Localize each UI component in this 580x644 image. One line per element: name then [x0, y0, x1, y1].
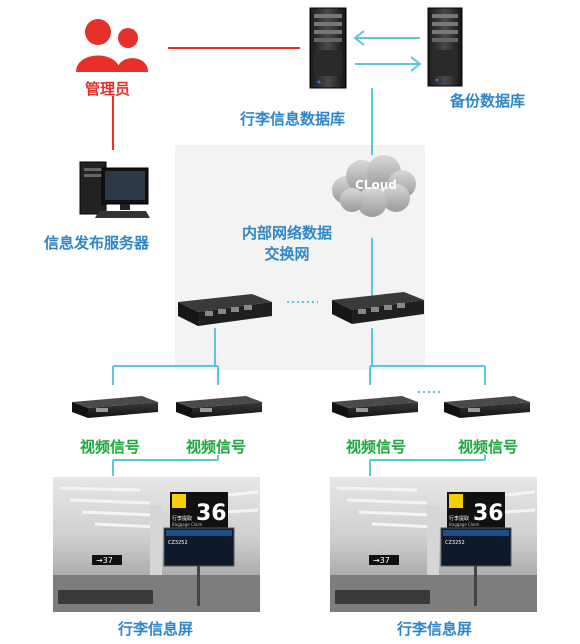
internal-network-line1: 内部网络数据 [241, 224, 332, 242]
internal-network-label: 内部网络数据 交换网 [227, 222, 347, 264]
video-signal-box-4-icon [444, 396, 530, 418]
baggage-screen-photo-1: →37 行李提取 Baggage Claim 36 CZ3252 [53, 477, 260, 612]
luggage-db-label: 行李信息数据库 [240, 110, 346, 128]
publish-server-pc-icon [79, 161, 150, 218]
connection-lines [112, 47, 486, 476]
board-number: 36 [196, 501, 227, 526]
backup-db-server-icon [427, 7, 463, 87]
video-signal-box-2-icon [176, 396, 262, 418]
video-signal-box-1-icon [72, 396, 158, 418]
publish-server-label: 信息发布服务器 [44, 234, 150, 252]
video-signal-box-3-icon [332, 396, 418, 418]
internal-network-line2: 交换网 [264, 245, 310, 263]
network-switch-1-icon [178, 294, 272, 326]
board-title: 行李提取 [449, 515, 469, 522]
video-signal-label-2: 视频信号 [186, 438, 247, 456]
screen-label-2: 行李信息屏 [397, 620, 473, 638]
luggage-db-server-icon [309, 7, 347, 89]
video-signal-label-3: 视频信号 [346, 438, 407, 456]
video-signal-label-4: 视频信号 [458, 438, 519, 456]
screen-label-1: 行李信息屏 [118, 620, 194, 638]
video-signal-label-1: 视频信号 [80, 438, 141, 456]
board-subtitle: Baggage Claim [449, 522, 479, 527]
cloud-icon [332, 155, 416, 217]
gate-sign-text: →37 [96, 556, 113, 565]
board-title: 行李提取 [172, 515, 192, 522]
flight-number: CZ3252 [445, 540, 465, 546]
board-number: 36 [473, 501, 504, 526]
baggage-screen-photo-2: →37 行李提取 Baggage Claim 36 CZ3252 [330, 477, 537, 612]
gate-sign-text: →37 [373, 556, 390, 565]
cloud-label: CLoud [355, 178, 397, 192]
admin-users-icon [76, 19, 148, 72]
admin-label: 管理员 [85, 80, 131, 98]
backup-db-label: 备份数据库 [450, 92, 526, 110]
sync-arrows [353, 30, 422, 72]
flight-number: CZ3252 [168, 540, 188, 546]
network-switch-2-icon [332, 292, 424, 324]
board-subtitle: Baggage Claim [172, 522, 202, 527]
